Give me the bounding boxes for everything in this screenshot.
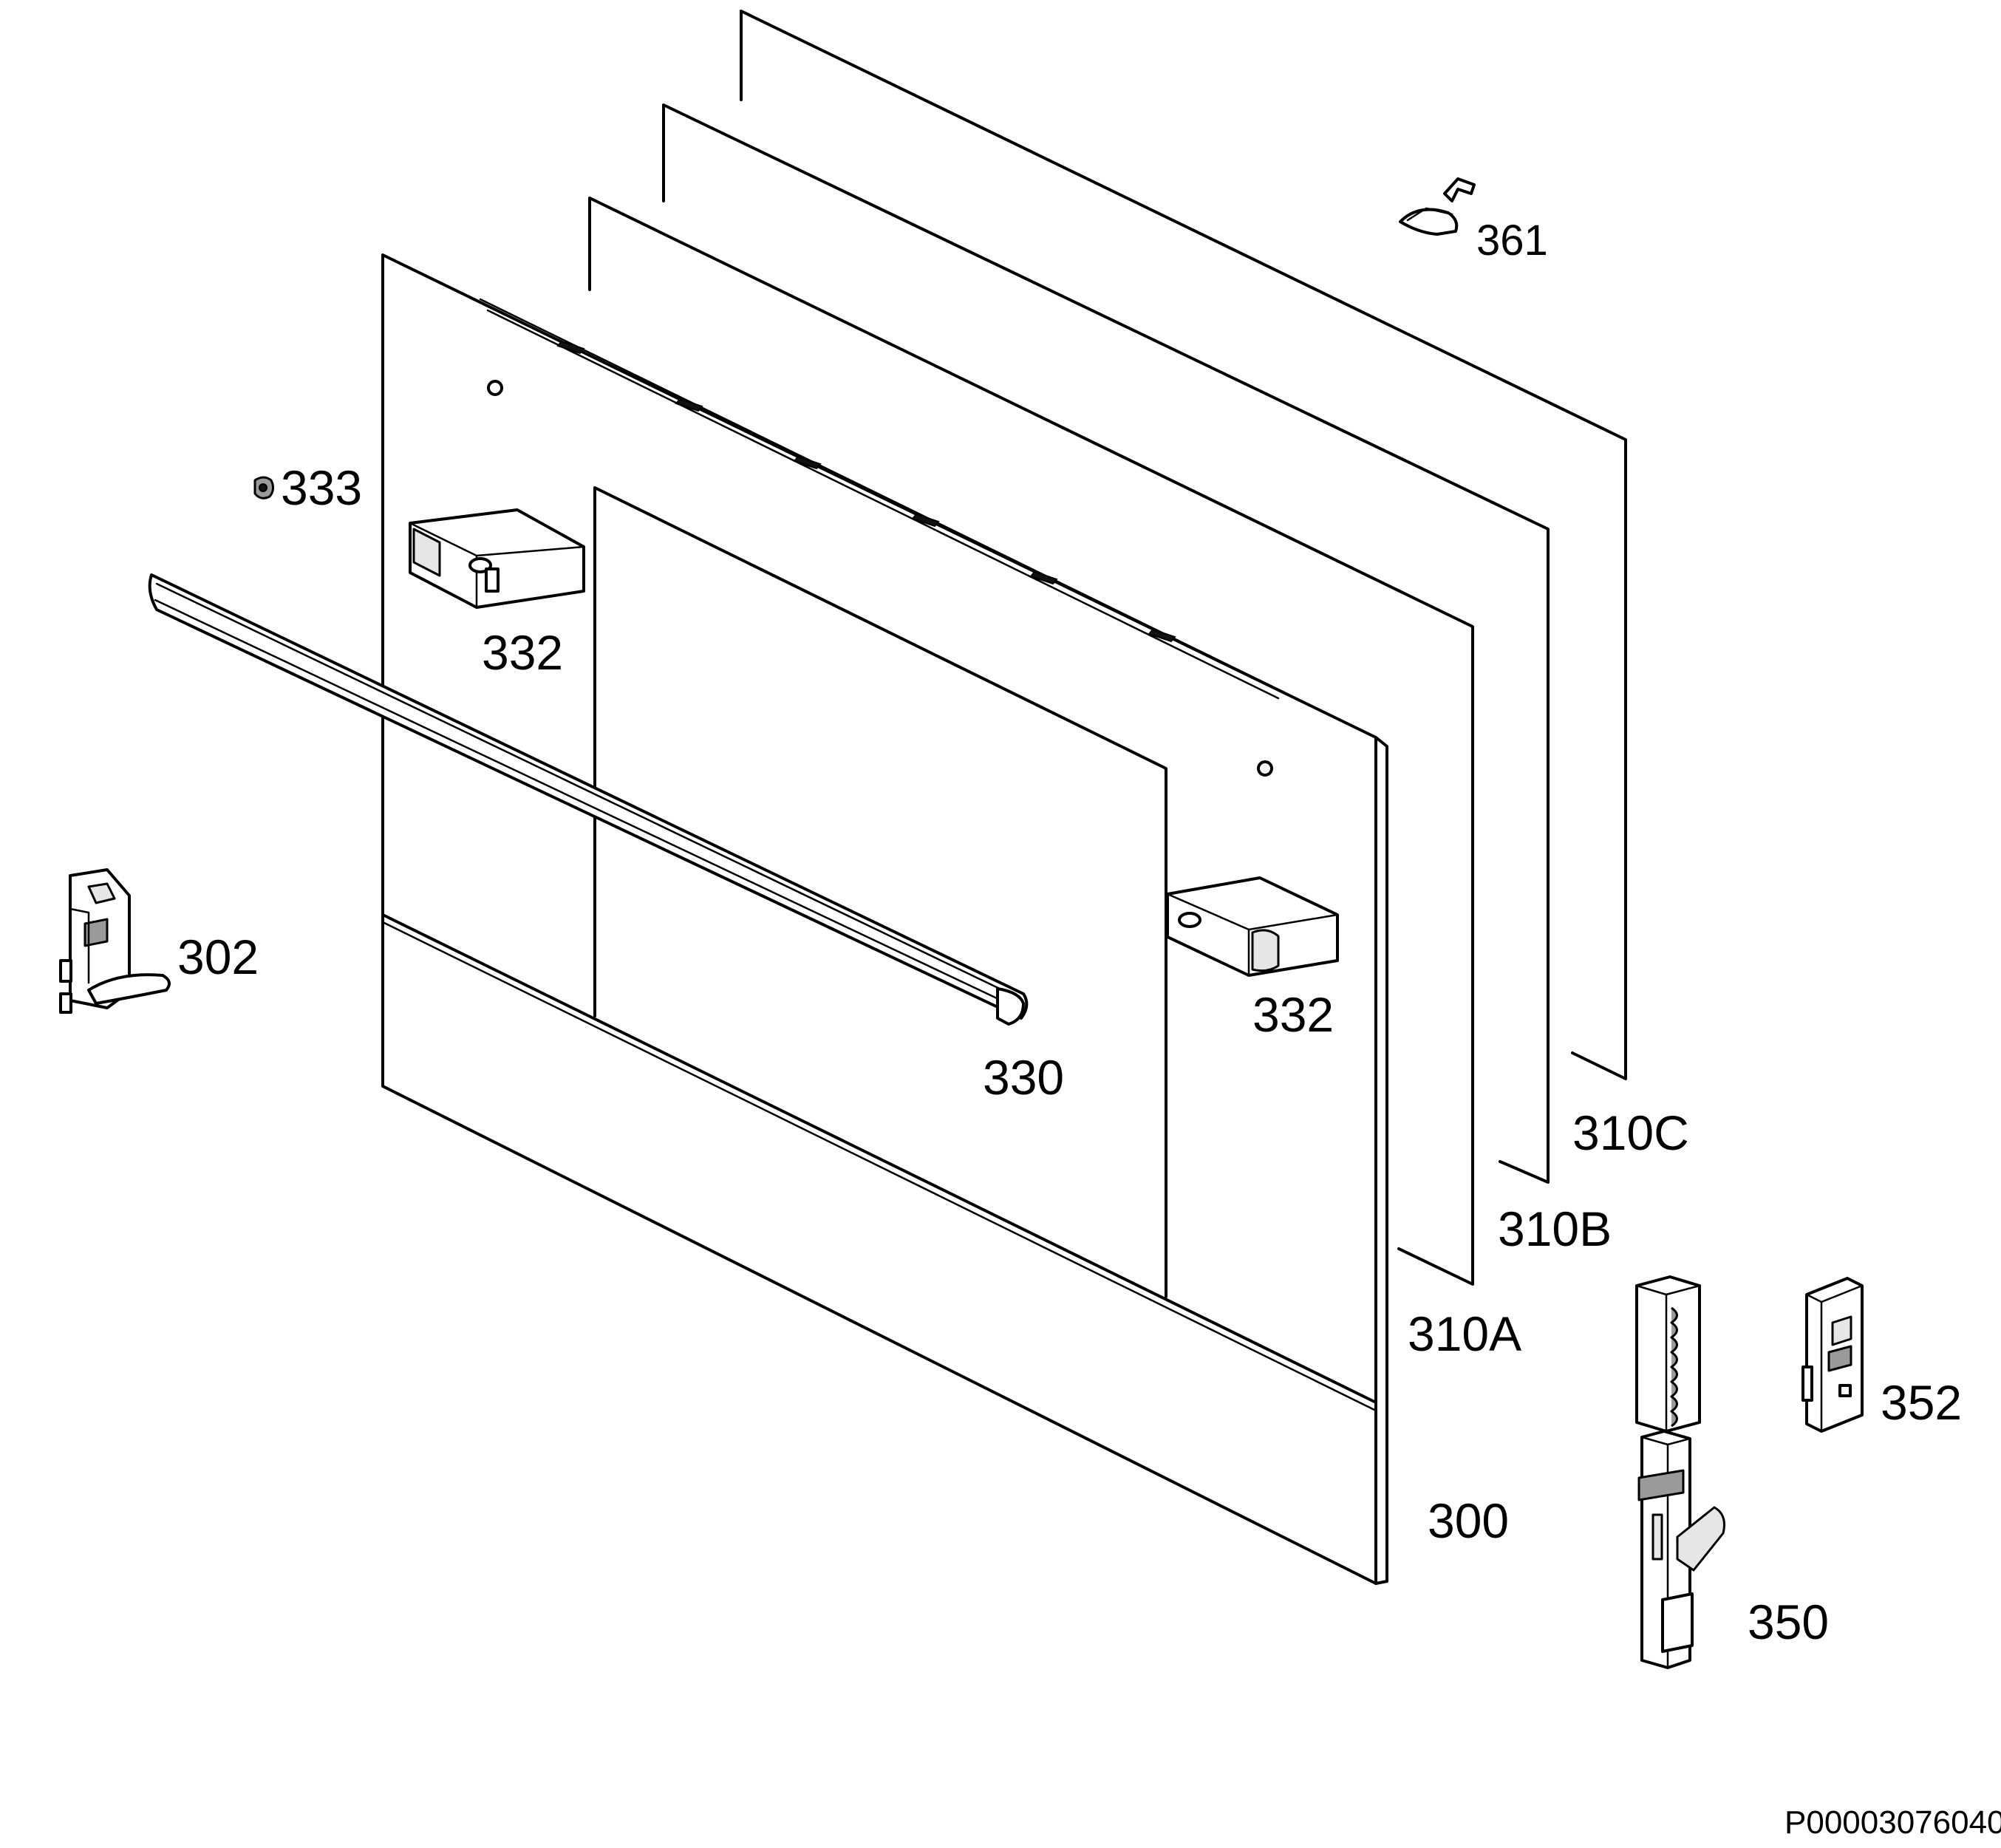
screw-333: [253, 476, 275, 499]
label-330: 330: [983, 1050, 1065, 1105]
label-361: 361: [1476, 216, 1548, 265]
frame-vent-slots: [556, 340, 1176, 643]
drawing-code: P00003076040: [1784, 1804, 2001, 1841]
label-310B: 310B: [1498, 1201, 1612, 1256]
label-352: 352: [1881, 1375, 1963, 1430]
hinge-350: [1635, 1275, 1725, 1669]
glass-panel-310C: [740, 10, 1627, 1080]
handle-bracket-332-lower: [1166, 876, 1339, 977]
handle-bracket-332-upper: [409, 508, 585, 609]
label-333: 333: [281, 460, 363, 515]
label-350: 350: [1748, 1595, 1830, 1649]
label-302: 302: [177, 930, 259, 984]
glass-panel-310A: [588, 197, 1474, 1286]
label-332-upper: 332: [482, 625, 564, 680]
label-310A: 310A: [1408, 1306, 1522, 1361]
door-handle-330: [148, 573, 1029, 1026]
label-300: 300: [1428, 1493, 1510, 1548]
hinge-part-352: [1801, 1277, 1864, 1433]
clip-361: [1399, 177, 1476, 236]
hinge-receiver-302: [59, 868, 171, 1014]
label-332-lower: 332: [1252, 987, 1334, 1042]
door-frame-300: [381, 253, 1388, 1585]
label-310C: 310C: [1572, 1105, 1689, 1160]
glass-panel-310B: [662, 103, 1550, 1184]
